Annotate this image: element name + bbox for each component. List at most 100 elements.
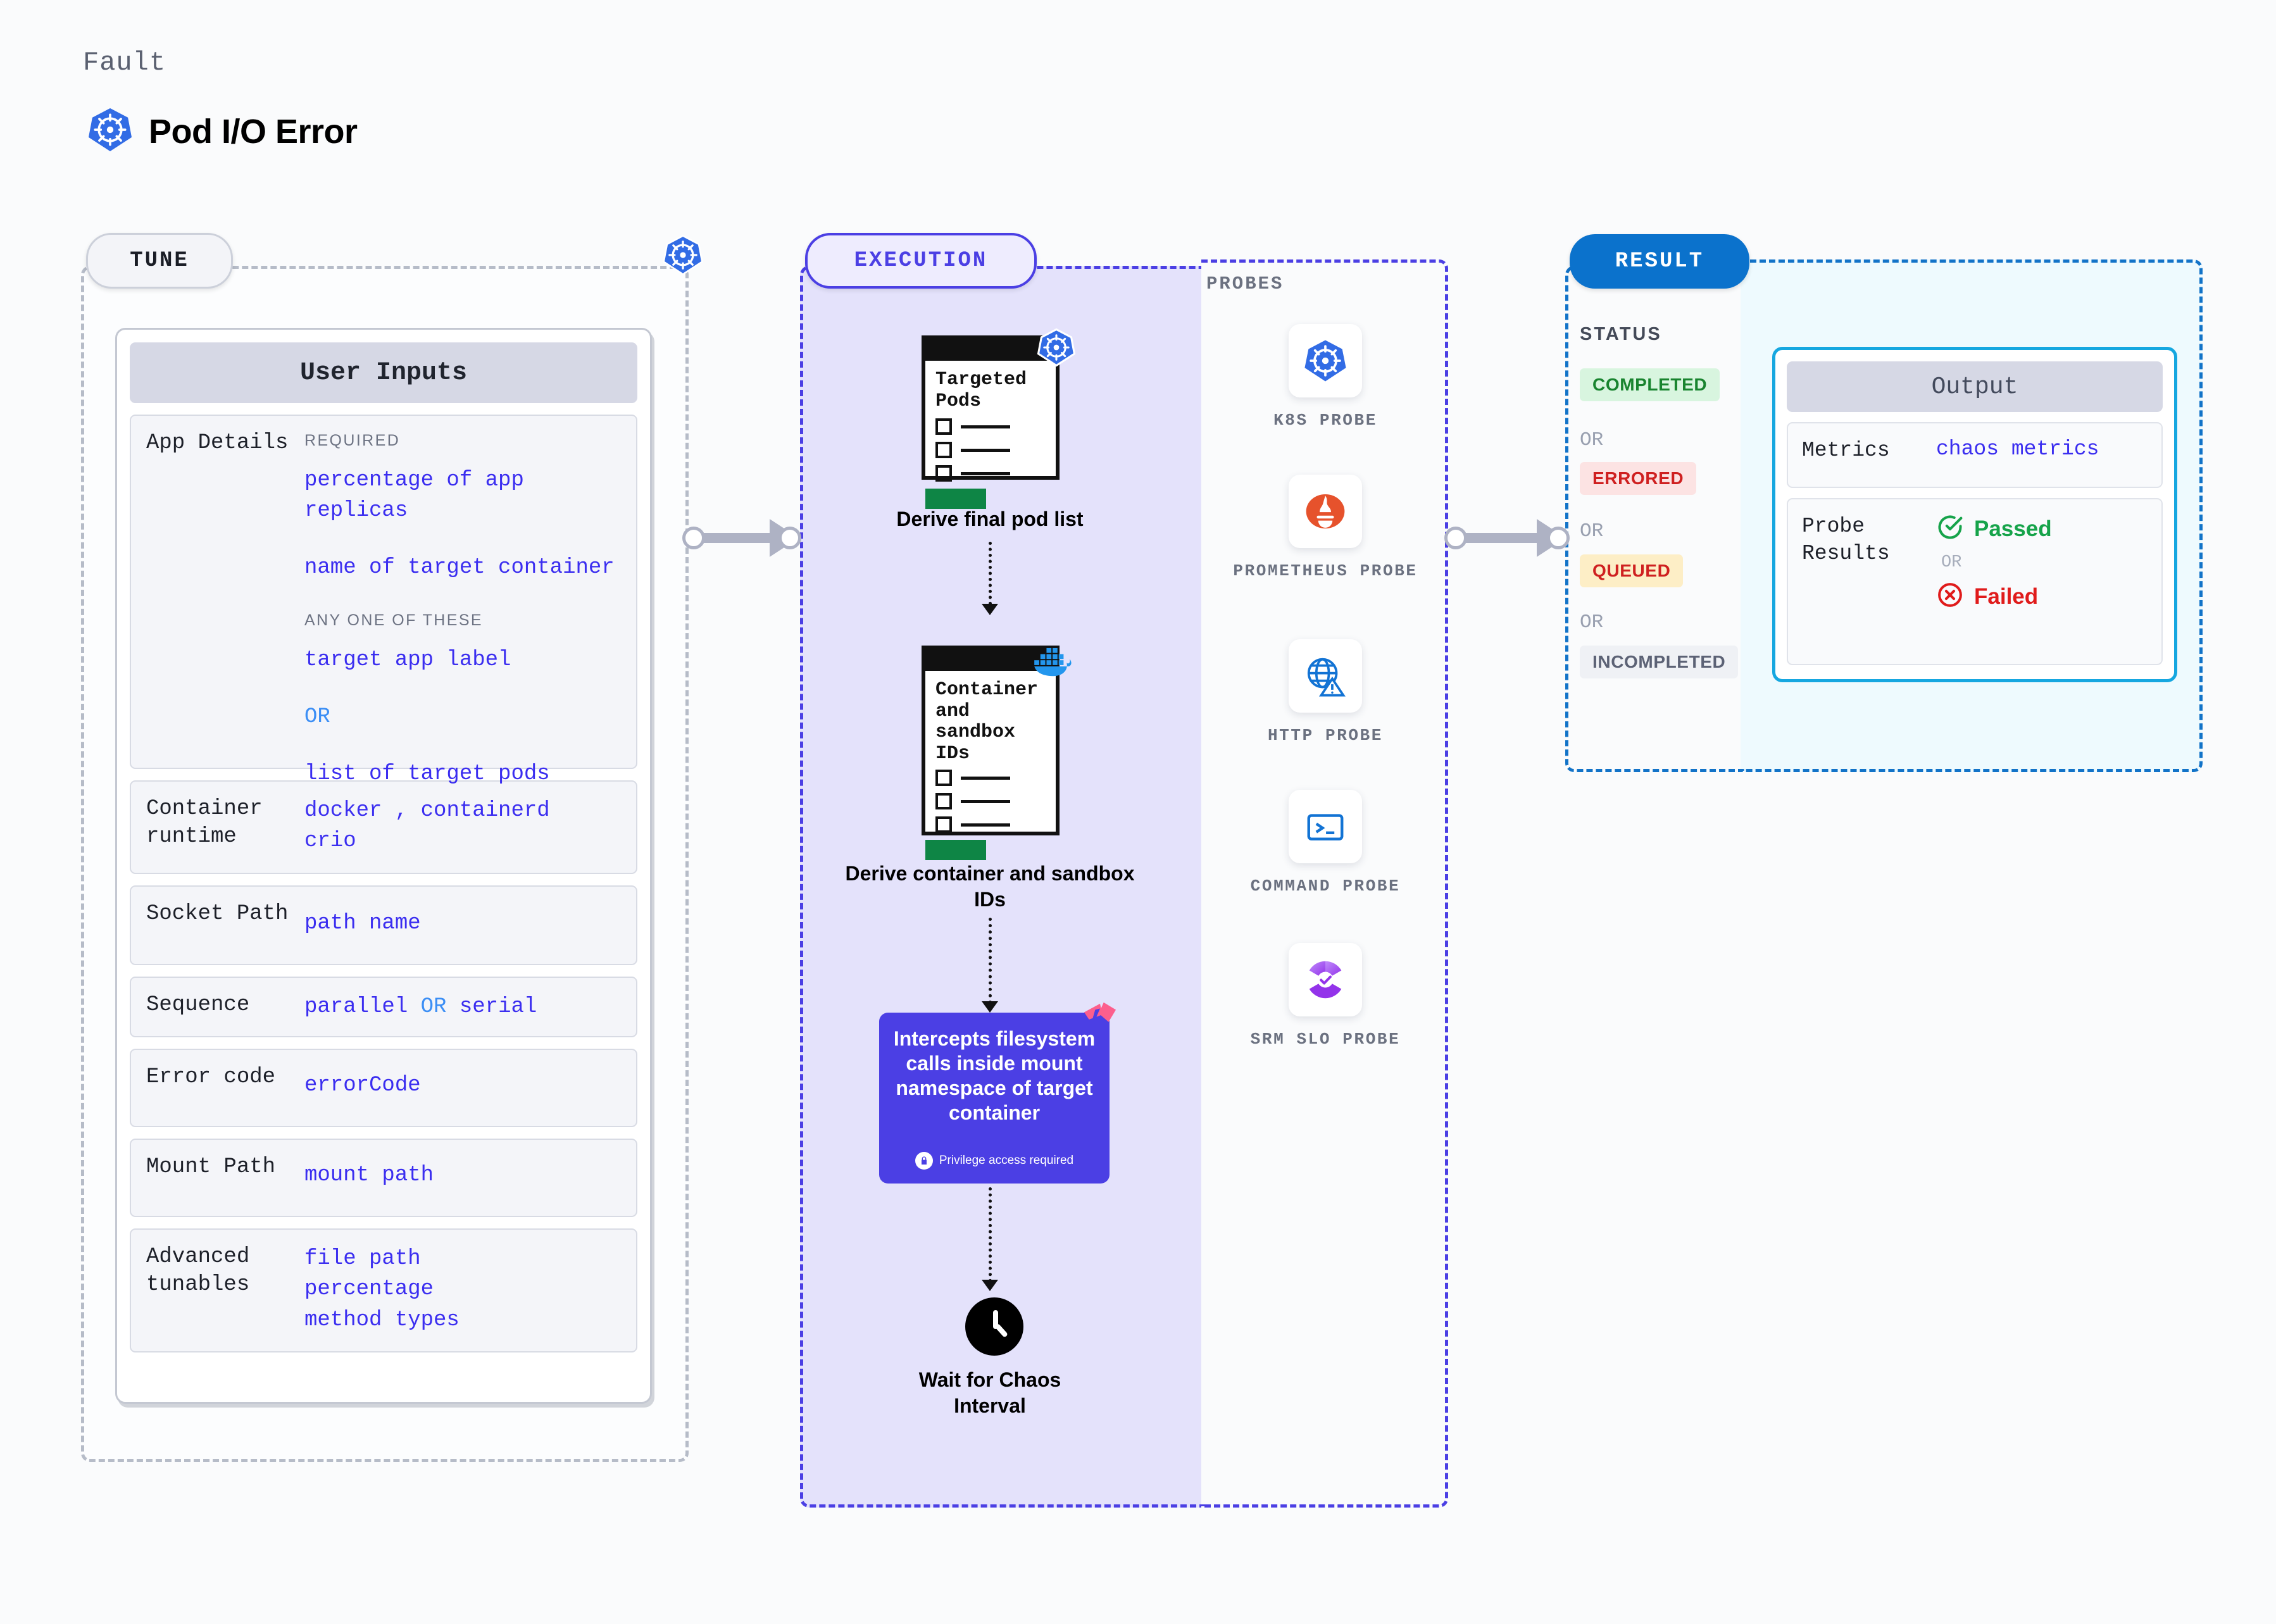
or-separator: OR	[420, 995, 447, 1019]
privilege-note-text: Privilege access required	[939, 1154, 1074, 1168]
tab-execution[interactable]: EXECUTION	[805, 233, 1037, 289]
input-value-group: docker , containerd crio	[304, 796, 621, 859]
connector-arrow-execution-result	[1444, 519, 1571, 557]
input-row-socket-path[interactable]: Socket Path path name	[130, 885, 637, 965]
container-sandbox-doc: Container and sandbox IDs	[922, 646, 1060, 861]
input-value: parallel	[304, 995, 408, 1019]
input-label: Sequence	[146, 993, 250, 1017]
probe-result-passed-text: Passed	[1974, 516, 2052, 541]
node-caption-derive-container-ids: Derive container and sandbox IDs	[845, 862, 1135, 911]
probes-caption: PROBES	[1206, 273, 1284, 294]
x-circle-icon	[1936, 581, 1964, 612]
input-label: Mount Path	[146, 1155, 276, 1179]
input-row-error-code[interactable]: Error code errorCode	[130, 1049, 637, 1127]
probe-label: HTTP PROBE	[1267, 726, 1384, 745]
input-label: Container runtime	[146, 797, 263, 849]
input-value: errorCode	[304, 1073, 421, 1097]
status-badge-errored: ERRORED	[1580, 462, 1697, 495]
probe-label: K8S PROBE	[1273, 411, 1377, 430]
input-value: percentage	[304, 1277, 434, 1302]
input-label: App Details	[146, 431, 289, 455]
input-row-mount-path[interactable]: Mount Path mount path	[130, 1139, 637, 1217]
privilege-note: Privilege access required	[879, 1152, 1110, 1170]
or-separator: OR	[304, 705, 330, 730]
user-inputs-card: User Inputs App Details REQUIRED percent…	[115, 328, 652, 1404]
srm-slo-icon	[1289, 943, 1362, 1016]
input-value: docker	[304, 799, 382, 823]
output-value: chaos metrics	[1936, 437, 2099, 461]
output-label: Probe Results	[1802, 515, 1890, 565]
lock-icon	[915, 1152, 933, 1170]
docker-icon	[1034, 647, 1073, 683]
input-value: file path	[304, 1247, 421, 1271]
output-title: Output	[1787, 361, 2163, 412]
input-row-app-details[interactable]: App Details REQUIRED percentage of app r…	[130, 415, 637, 786]
required-caption: REQUIRED	[304, 432, 401, 449]
probe-label: SRM SLO PROBE	[1250, 1030, 1401, 1049]
input-row-advanced-tunables[interactable]: Advanced tunables file path percentage m…	[130, 1228, 637, 1352]
probe-command[interactable]: COMMAND PROBE	[1230, 790, 1420, 897]
input-value: path name	[304, 911, 421, 935]
page-title: Pod I/O Error	[87, 106, 358, 156]
action-box-intercept: Intercepts filesystem calls inside mount…	[879, 1002, 1116, 1184]
output-card: Output Metrics chaos metrics Probe Resul…	[1772, 347, 2177, 682]
probe-prometheus[interactable]: PROMETHEUS PROBE	[1230, 475, 1420, 582]
input-row-sequence[interactable]: Sequence parallel OR serial	[130, 977, 637, 1037]
input-label: Socket Path	[146, 902, 289, 926]
probe-http[interactable]: HTTP PROBE	[1230, 639, 1420, 747]
output-row-probe-results: Probe Results Passed OR	[1787, 498, 2163, 665]
or-separator: OR	[1580, 429, 1604, 451]
http-globe-warning-icon	[1289, 639, 1362, 713]
eyebrow-label: Fault	[83, 47, 166, 78]
status-badge-incompleted: INCOMPLETED	[1580, 646, 1739, 678]
input-value: containerd	[420, 799, 550, 823]
page-title-text: Pod I/O Error	[149, 112, 358, 151]
tab-tune[interactable]: TUNE	[86, 233, 233, 289]
input-value: method types	[304, 1308, 460, 1332]
connector-arrow-tune-execution	[682, 519, 804, 557]
status-badge-completed: COMPLETED	[1580, 368, 1720, 401]
input-value: serial	[459, 995, 537, 1019]
input-value-group: parallel OR serial	[304, 992, 621, 1022]
or-separator: OR	[1580, 520, 1604, 542]
flow-arrowhead	[982, 604, 998, 615]
kubernetes-icon	[1289, 324, 1362, 397]
probe-result-failed: Failed	[1936, 581, 2052, 612]
probe-k8s[interactable]: K8S PROBE	[1230, 324, 1420, 432]
litmus-icon	[1082, 1001, 1118, 1040]
kubernetes-icon	[1037, 328, 1076, 370]
input-row-container-runtime[interactable]: Container runtime docker , containerd cr…	[130, 780, 637, 874]
input-value: mount path	[304, 1163, 434, 1187]
terminal-icon	[1289, 790, 1362, 863]
flow-line	[989, 542, 992, 605]
output-label: Metrics	[1802, 439, 1890, 462]
doc-title: Container and sandbox IDs	[935, 679, 1039, 765]
flow-line	[989, 918, 992, 1004]
input-label: Advanced tunables	[146, 1245, 250, 1297]
input-value: list of target pods	[304, 762, 550, 787]
tab-result[interactable]: RESULT	[1570, 234, 1749, 289]
clock-icon	[965, 1297, 1023, 1356]
flow-arrowhead	[982, 1280, 998, 1291]
or-separator: OR	[1580, 611, 1604, 634]
status-badge-queued: QUEUED	[1580, 554, 1684, 587]
probe-srm-slo[interactable]: SRM SLO PROBE	[1230, 943, 1420, 1051]
input-value-group: file path percentage method types	[304, 1244, 621, 1337]
check-circle-icon	[1936, 513, 1964, 544]
input-value: name of target container	[304, 556, 615, 580]
status-caption: STATUS	[1580, 324, 1662, 344]
or-separator: OR	[1941, 553, 1962, 572]
kubernetes-icon	[662, 234, 704, 279]
input-value: target app label	[304, 647, 511, 672]
node-caption-derive-pod-list: Derive final pod list	[896, 508, 1084, 530]
user-inputs-title: User Inputs	[130, 342, 637, 403]
input-value-group: REQUIRED percentage of app replicas name…	[304, 430, 621, 786]
targeted-pods-doc: Targeted Pods	[922, 335, 1060, 509]
probe-result-passed: Passed	[1936, 513, 2052, 544]
output-row-metrics: Metrics chaos metrics	[1787, 422, 2163, 488]
probe-result-values: Passed OR Failed	[1936, 513, 2052, 650]
node-caption-wait-chaos-interval: Wait for Chaos Interval	[918, 1368, 1061, 1417]
result-zone	[1565, 266, 1744, 772]
anyone-caption: ANY ONE OF THESE	[304, 611, 483, 630]
